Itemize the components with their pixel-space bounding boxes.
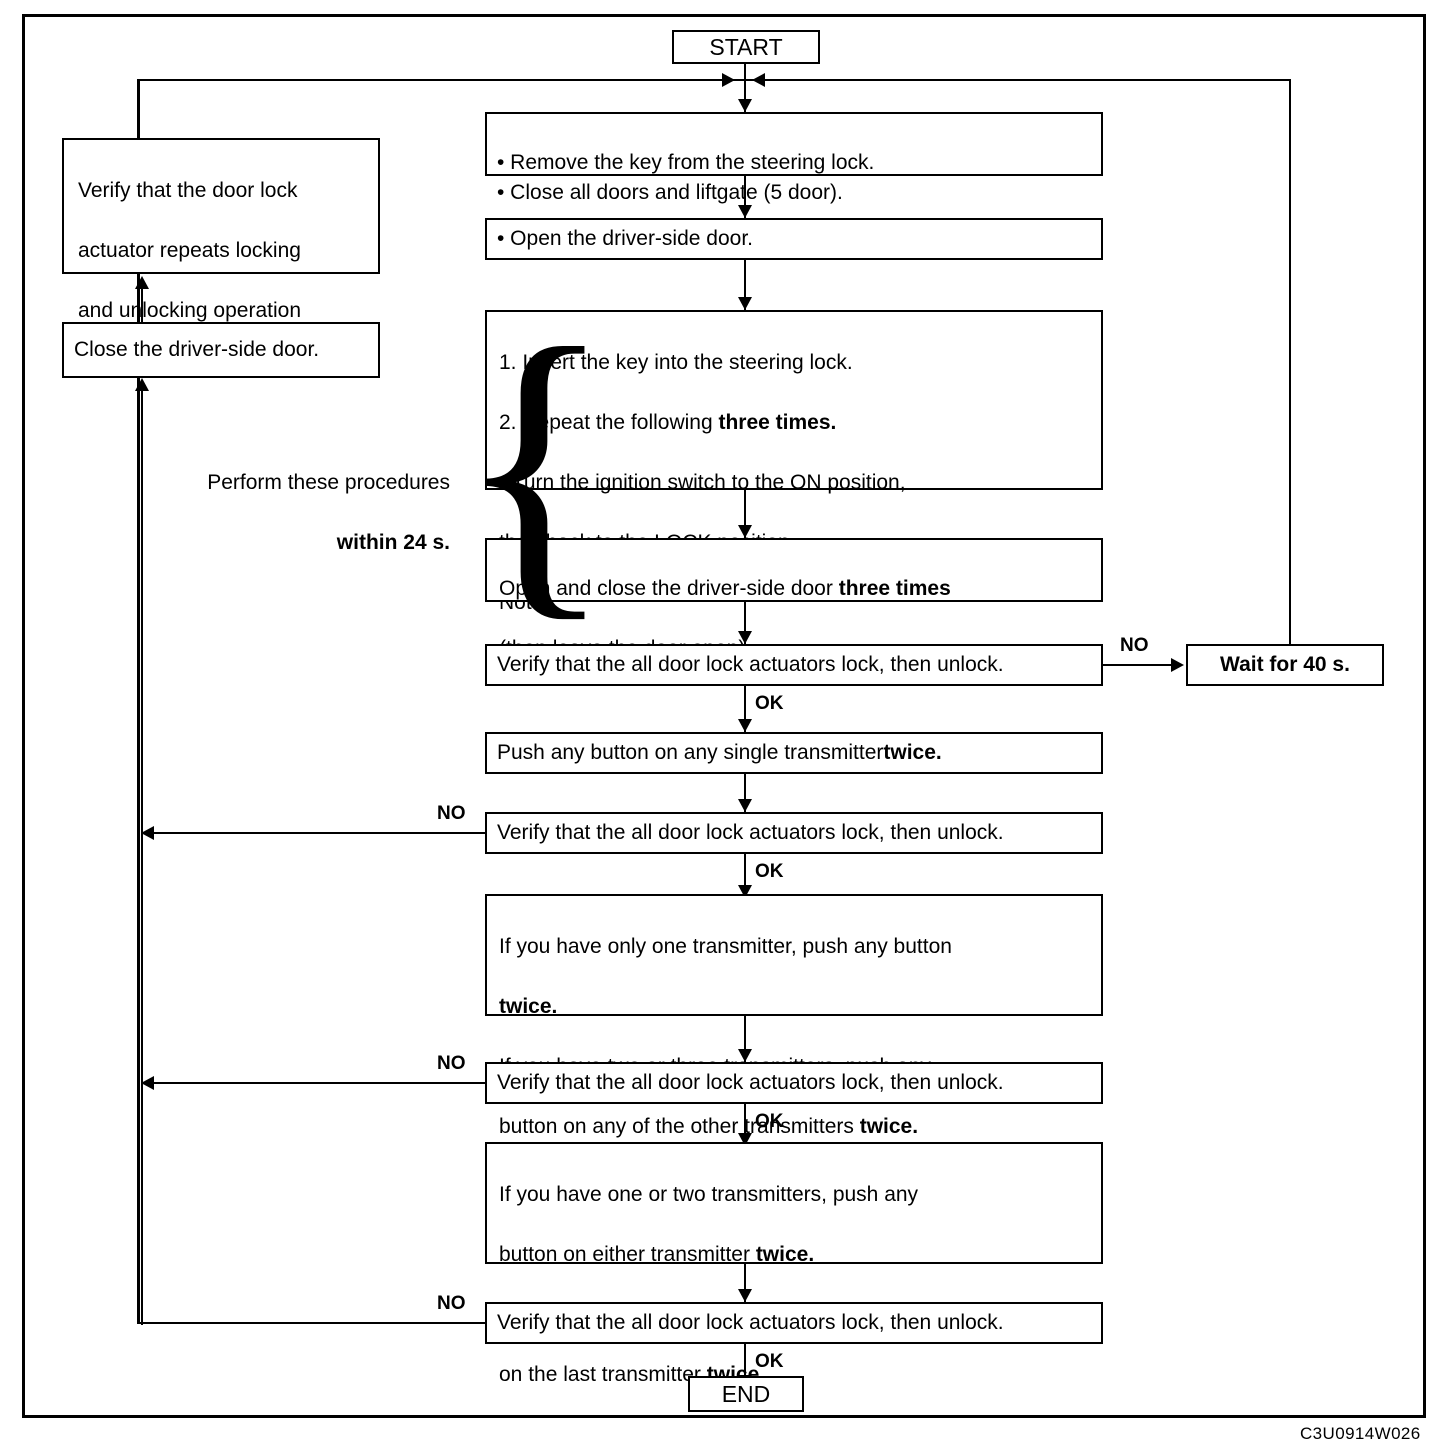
edge-branchA-verify3 (744, 1016, 746, 1062)
label-no-verify2: NO (437, 803, 466, 824)
node-branch-b-line4-lead: on the last transmitter (499, 1363, 707, 1386)
edge-verify1-wait (1103, 664, 1173, 666)
node-start: START (672, 30, 820, 64)
label-ok-verify1: OK (755, 693, 784, 714)
timing-note-line1: Perform these procedures (207, 471, 450, 494)
node-start-label: START (709, 34, 783, 60)
node-end: END (688, 1376, 804, 1412)
edge-close-to-failverify (141, 286, 143, 322)
node-verify3: Verify that the all door lock actuators … (485, 1062, 1103, 1104)
node-branch-a-line2-emph: twice. (499, 995, 558, 1018)
edge-verify2-branchA (744, 854, 746, 898)
edge-verify3-branchB (744, 1104, 746, 1146)
edge-push1-verify2-arrowhead (738, 799, 752, 812)
edge-verify4-fail (138, 1322, 485, 1324)
node-step3-line2: 2. Repeat the following three times. (499, 408, 1089, 438)
node-branch-a: If you have only one transmitter, push a… (485, 894, 1103, 1138)
label-ok-verify2: OK (755, 861, 784, 882)
node-push-single-emph: twice. (883, 741, 942, 764)
node-branch-a-line4-lead: button on any of the other transmitters (499, 1115, 860, 1138)
edge-verify1-wait-arrowhead (1171, 658, 1184, 672)
node-verify2: Verify that the all door lock actuators … (485, 812, 1103, 854)
edge-step3-step4 (744, 490, 746, 538)
loopback-top-line (138, 79, 1290, 81)
node-branch-a-line1: If you have only one transmitter, push a… (499, 935, 952, 958)
label-ok-verify4: OK (755, 1351, 784, 1372)
node-step4-lead: Open and close the driver-side door (499, 577, 839, 600)
edge-verify2-fail-arrowhead (141, 826, 154, 840)
node-step3-line2-lead: 2. Repeat the following (499, 411, 719, 434)
timing-note: Perform these procedures within 24 s. (120, 438, 450, 558)
reference-code: C3U0914W026 (1300, 1424, 1421, 1443)
edge-push1-verify2 (744, 774, 746, 812)
edge-fail-column-riser-arrowhead (135, 378, 149, 391)
node-verify4: Verify that the all door lock actuators … (485, 1302, 1103, 1344)
edge-verify3-fail-arrowhead (141, 1076, 154, 1090)
loopback-right-arrowhead (752, 73, 765, 87)
node-close-door: Close the driver-side door. (62, 322, 380, 378)
node-step3-line3: • Turn the ignition switch to the ON pos… (499, 471, 906, 494)
label-ok-verify3: OK (755, 1111, 784, 1132)
node-push-single: Push any button on any single transmitte… (485, 732, 1103, 774)
edge-branchB-verify4 (744, 1264, 746, 1302)
node-step1-text: • Remove the key from the steering lock.… (497, 151, 875, 204)
edge-wait40-loopback (1289, 79, 1291, 644)
node-step2: • Open the driver-side door. (485, 218, 1103, 260)
edge-verify2-fail (152, 832, 485, 834)
start-connector (744, 64, 746, 112)
label-no-verify1: NO (1120, 635, 1149, 656)
node-branch-b: If you have one or two transmitters, pus… (485, 1142, 1103, 1386)
edge-step4-verify1-arrowhead (738, 631, 752, 644)
edge-step2-step3-arrowhead (738, 297, 752, 310)
node-branch-b-line1: If you have one or two transmitters, pus… (499, 1183, 919, 1206)
edge-branchB-verify4-arrowhead (738, 1289, 752, 1302)
node-verify3-text: Verify that the all door lock actuators … (497, 1071, 1004, 1094)
node-branch-a-line2: twice. (499, 992, 1089, 1022)
edge-verify4-end (744, 1344, 746, 1388)
edge-step4-verify1 (744, 602, 746, 644)
node-wait40: Wait for 40 s. (1186, 644, 1384, 686)
node-wait40-text: Wait for 40 s. (1220, 653, 1350, 676)
edge-verify1-push1-arrowhead (738, 719, 752, 732)
node-step3-line1: 1. Insert the key into the steering lock… (499, 351, 853, 374)
node-step4-line1: Open and close the driver-side door thre… (499, 574, 1089, 604)
edge-step1-step2 (744, 176, 746, 218)
node-verify1: Verify that the all door lock actuators … (485, 644, 1103, 686)
node-verify2-text: Verify that the all door lock actuators … (497, 821, 1004, 844)
node-step4-emph: three times (838, 577, 951, 600)
node-fail-verify: Verify that the door lock actuator repea… (62, 138, 380, 382)
diagram-frame (22, 14, 1426, 1418)
timing-brace: { (456, 282, 615, 647)
node-close-door-text: Close the driver-side door. (74, 338, 320, 361)
node-end-label: END (721, 1381, 771, 1407)
node-branch-b-line2-lead: button on either transmitter (499, 1243, 756, 1266)
node-step2-text: • Open the driver-side door. (497, 227, 753, 250)
edge-verify3-fail (152, 1082, 485, 1084)
node-verify4-text: Verify that the all door lock actuators … (497, 1311, 1004, 1334)
node-fail-verify-line2: actuator repeats locking (78, 239, 301, 262)
edge-step1-step2-arrowhead (738, 205, 752, 218)
node-branch-b-line2-emph: twice. (755, 1243, 815, 1266)
edge-close-to-failverify-arrowhead (135, 276, 149, 289)
node-fail-verify-line1: Verify that the door lock (78, 179, 298, 202)
node-step1: • Remove the key from the steering lock.… (485, 112, 1103, 204)
edge-branchA-verify3-arrowhead (738, 1049, 752, 1062)
node-branch-a-line4-emph: twice. (859, 1115, 919, 1138)
node-step3-line2-emph: three times. (718, 411, 837, 434)
loopback-left-arrowhead (722, 73, 735, 87)
timing-note-line2: within 24 s. (336, 531, 450, 554)
node-push-single-lead: Push any button on any single transmitte… (497, 741, 884, 764)
label-no-verify3: NO (437, 1053, 466, 1074)
start-connector-arrowhead (738, 99, 752, 112)
node-branch-a-line4: button on any of the other transmitters … (499, 1112, 1089, 1142)
outer-feedback-riser (137, 79, 140, 1324)
label-no-verify4: NO (437, 1293, 466, 1314)
edge-fail-column-riser (141, 390, 143, 1325)
edge-verify1-push1 (744, 686, 746, 732)
node-verify1-text: Verify that the all door lock actuators … (497, 653, 1004, 676)
edge-step3-step4-arrowhead (738, 525, 752, 538)
node-branch-b-line2: button on either transmitter twice. (499, 1240, 1089, 1270)
edge-step2-step3 (744, 260, 746, 310)
